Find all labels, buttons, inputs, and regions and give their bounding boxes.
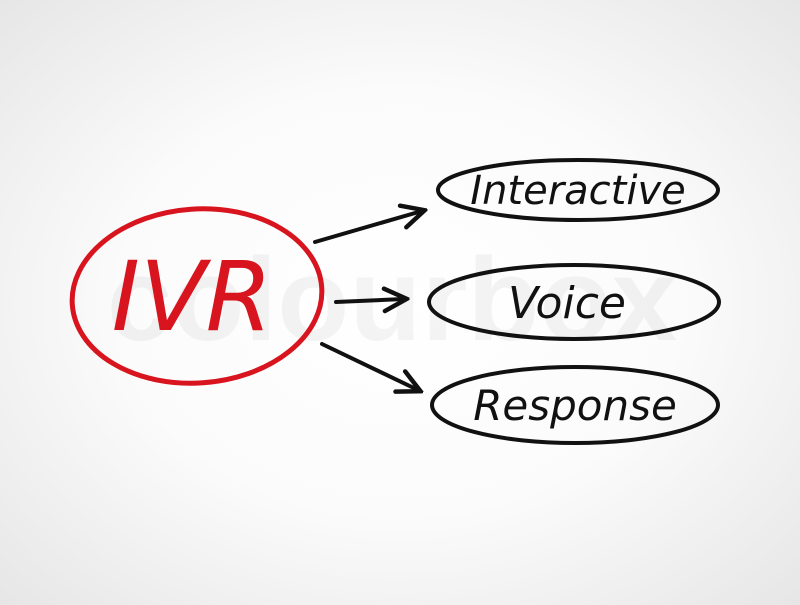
term-interactive: Interactive — [436, 158, 720, 222]
term-response: Response — [430, 365, 720, 445]
arrow-to-interactive — [313, 211, 422, 244]
arrow-to-voice — [334, 299, 404, 302]
term-ellipse — [436, 158, 720, 222]
term-label: Voice — [508, 278, 626, 329]
term-voice: Voice — [427, 263, 721, 341]
arrow-to-response — [320, 342, 418, 390]
center-label: IVR — [112, 241, 273, 353]
center-ellipse — [69, 206, 325, 386]
arrows — [313, 211, 422, 390]
term-label: Interactive — [470, 168, 685, 214]
term-ellipse — [427, 263, 721, 341]
term-label: Response — [473, 381, 677, 430]
term-ellipse — [430, 365, 720, 445]
center-node: IVR — [69, 206, 325, 386]
